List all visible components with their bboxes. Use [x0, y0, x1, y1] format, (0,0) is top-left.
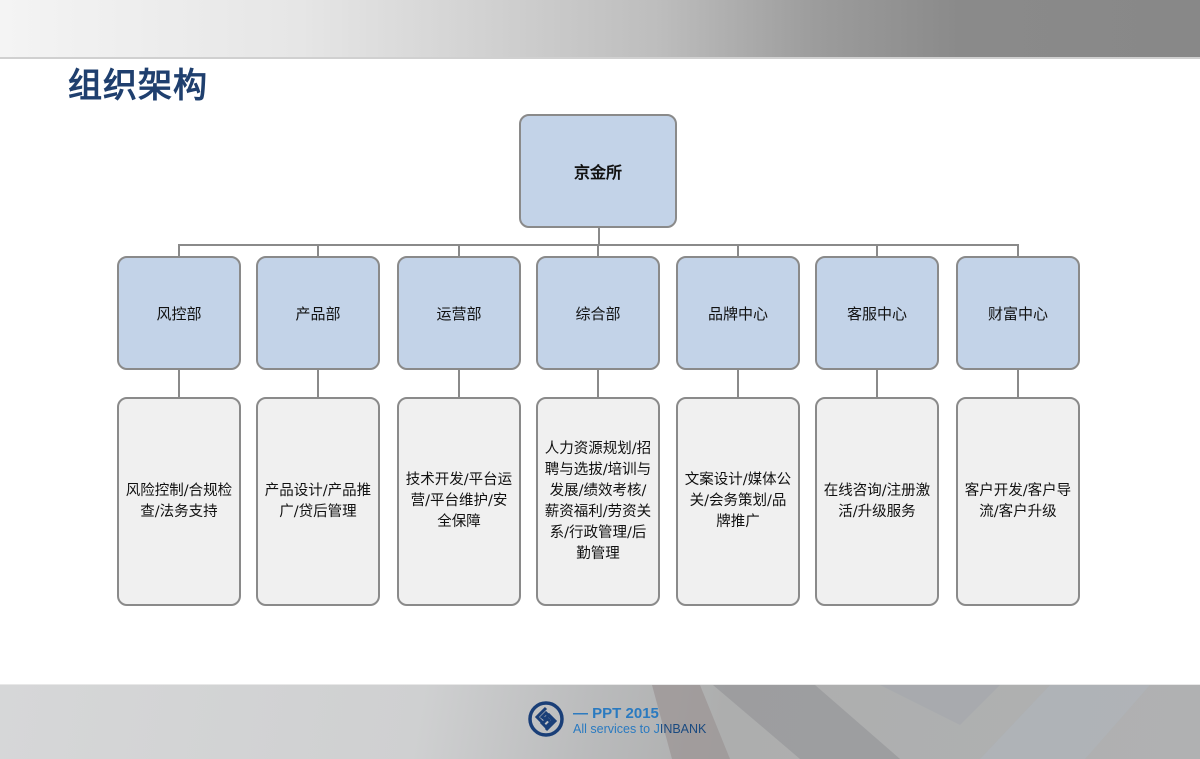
- detail-node-general-affairs: 人力资源规划/招聘与选拔/培训与发展/绩效考核/薪资福利/劳资关系/行政管理/后…: [536, 397, 660, 606]
- connector-dept-3: [458, 245, 460, 256]
- detail-node-customer-service: 在线咨询/注册激活/升级服务: [815, 397, 939, 606]
- dept-node-product: 产品部: [256, 256, 380, 370]
- footer-ppt-label: — PPT 2015: [573, 705, 659, 722]
- connector-dept-6: [876, 245, 878, 256]
- dept-label: 品牌中心: [707, 304, 768, 323]
- connector-dept-4: [597, 245, 599, 256]
- detail-node-product: 产品设计/产品推广/贷后管理: [256, 397, 380, 606]
- tagline-prefix: All services to J: [573, 722, 660, 736]
- connector-dept-1: [178, 245, 180, 256]
- detail-node-operations: 技术开发/平台运营/平台维护/安全保障: [397, 397, 521, 606]
- detail-node-wealth-center: 客户开发/客户导流/客户升级: [956, 397, 1080, 606]
- tagline-suffix: INBANK: [659, 722, 707, 736]
- footer-band: [0, 684, 1200, 759]
- detail-text: 产品设计/产品推广/贷后管理: [264, 482, 372, 520]
- footer-tagline: All services to JINBANK: [573, 722, 706, 736]
- detail-text: 技术开发/平台运营/平台维护/安全保障: [405, 472, 513, 530]
- connector-detail-2: [317, 370, 319, 397]
- connector-detail-7: [1017, 370, 1019, 397]
- root-node-label: 京金所: [573, 163, 622, 182]
- detail-text: 在线咨询/注册激活/升级服务: [823, 482, 931, 520]
- dept-node-general-affairs: 综合部: [536, 256, 660, 370]
- root-node: 京金所: [519, 114, 677, 228]
- connector-root-down: [598, 228, 600, 246]
- detail-text: 人力资源规划/招聘与选拔/培训与发展/绩效考核/薪资福利/劳资关系/行政管理/后…: [544, 440, 652, 562]
- jinbank-logo-icon: [528, 701, 564, 737]
- connector-detail-5: [737, 370, 739, 397]
- dept-node-brand-center: 品牌中心: [676, 256, 800, 370]
- detail-text: 客户开发/客户导流/客户升级: [964, 482, 1072, 520]
- detail-text: 文案设计/媒体公关/会务策划/品牌推广: [684, 472, 792, 530]
- connector-detail-6: [876, 370, 878, 397]
- dept-label: 产品部: [295, 304, 341, 323]
- dept-node-wealth-center: 财富中心: [956, 256, 1080, 370]
- connector-detail-3: [458, 370, 460, 397]
- detail-node-risk-control: 风险控制/合规检查/法务支持: [117, 397, 241, 606]
- dept-label: 客服中心: [846, 304, 907, 323]
- dept-node-risk-control: 风控部: [117, 256, 241, 370]
- dept-label: 运营部: [436, 304, 482, 323]
- connector-detail-4: [597, 370, 599, 397]
- dept-node-customer-service: 客服中心: [815, 256, 939, 370]
- connector-dept-2: [317, 245, 319, 256]
- dept-node-operations: 运营部: [397, 256, 521, 370]
- connector-detail-1: [178, 370, 180, 397]
- dept-label: 风控部: [156, 304, 202, 323]
- connector-dept-5: [737, 245, 739, 256]
- detail-text: 风险控制/合规检查/法务支持: [125, 482, 233, 520]
- footer-decorative-stripes: [652, 685, 1150, 759]
- dept-label: 财富中心: [987, 304, 1048, 323]
- header-gradient-bar: [0, 0, 1200, 59]
- connector-dept-7: [1017, 245, 1019, 256]
- slide-title: 组织架构: [68, 66, 208, 106]
- dept-label: 综合部: [575, 304, 621, 323]
- detail-node-brand-center: 文案设计/媒体公关/会务策划/品牌推广: [676, 397, 800, 606]
